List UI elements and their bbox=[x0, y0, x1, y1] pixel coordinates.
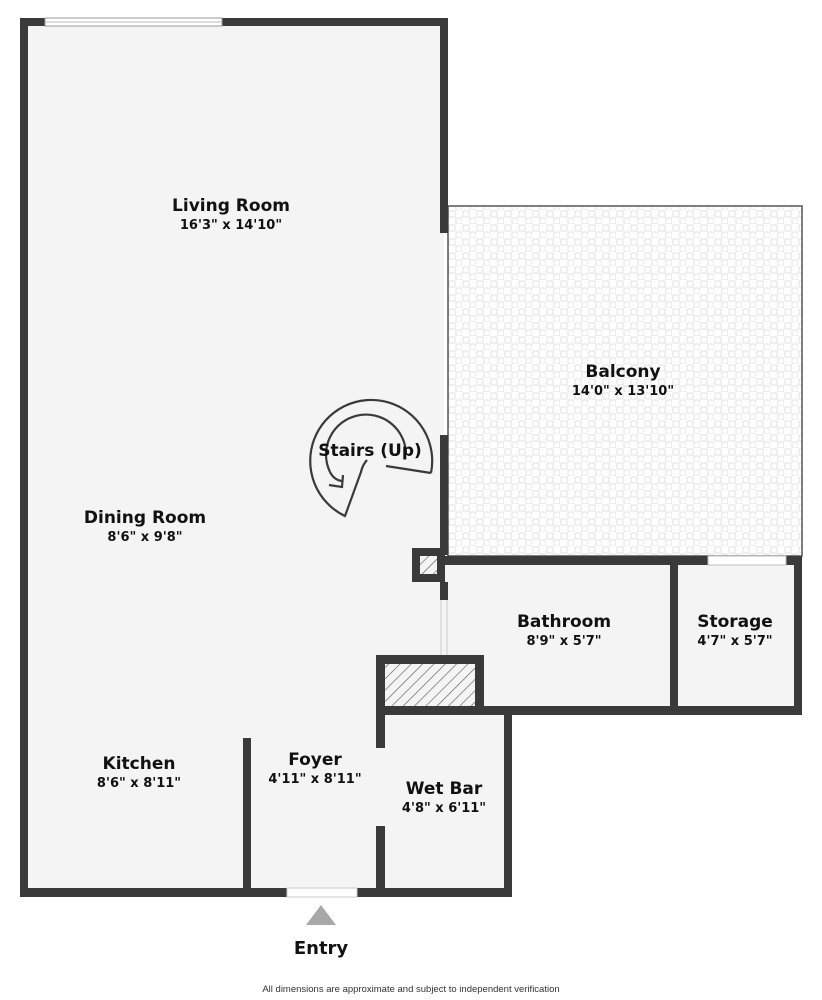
entry-arrow-icon bbox=[306, 905, 336, 925]
room-dimensions: 4'7" x 5'7" bbox=[697, 634, 773, 649]
room-label-wet-bar: Wet Bar 4'8" x 6'11" bbox=[402, 779, 486, 816]
room-label-dining-room: Dining Room 8'6" x 9'8" bbox=[84, 508, 206, 545]
room-label-kitchen: Kitchen 8'6" x 8'11" bbox=[97, 754, 181, 791]
room-name: Balcony bbox=[585, 362, 661, 382]
room-dimensions: 16'3" x 14'10" bbox=[179, 218, 283, 233]
room-name: Dining Room bbox=[83, 508, 207, 528]
closet-hatch bbox=[385, 664, 475, 706]
room-name: Living Room bbox=[172, 196, 290, 216]
room-dimensions: 4'8" x 6'11" bbox=[401, 801, 487, 816]
windows bbox=[44, 17, 787, 898]
room-name: Storage bbox=[697, 612, 773, 632]
room-name: Foyer bbox=[288, 750, 342, 770]
room-dimensions: 14'0" x 13'10" bbox=[571, 384, 675, 399]
room-dimensions: 8'9" x 5'7" bbox=[526, 634, 602, 649]
balcony-floor bbox=[447, 205, 803, 557]
room-label-storage: Storage 4'7" x 5'7" bbox=[697, 612, 773, 649]
room-dimensions: 8'6" x 8'11" bbox=[96, 776, 182, 791]
stairs-label: Stairs (Up) bbox=[318, 441, 422, 461]
footnote: All dimensions are approximate and subje… bbox=[262, 984, 560, 995]
room-label-bathroom: Bathroom 8'9" x 5'7" bbox=[517, 612, 611, 649]
spiral-stairs-icon bbox=[309, 398, 434, 518]
room-label-living-room: Living Room 16'3" x 14'10" bbox=[172, 196, 290, 233]
floor-areas bbox=[24, 22, 800, 895]
room-label-balcony: Balcony 14'0" x 13'10" bbox=[572, 362, 674, 399]
room-name: Kitchen bbox=[102, 754, 176, 774]
stairs-text: Stairs (Up) bbox=[318, 441, 422, 461]
entry-label: Entry bbox=[293, 938, 349, 959]
room-name: Wet Bar bbox=[405, 779, 483, 799]
room-label-foyer: Foyer 4'11" x 8'11" bbox=[268, 750, 361, 787]
room-name: Bathroom bbox=[516, 612, 612, 632]
column-hatch bbox=[420, 556, 437, 574]
room-dimensions: 4'11" x 8'11" bbox=[268, 772, 362, 787]
room-dimensions: 8'6" x 9'8" bbox=[107, 530, 183, 545]
